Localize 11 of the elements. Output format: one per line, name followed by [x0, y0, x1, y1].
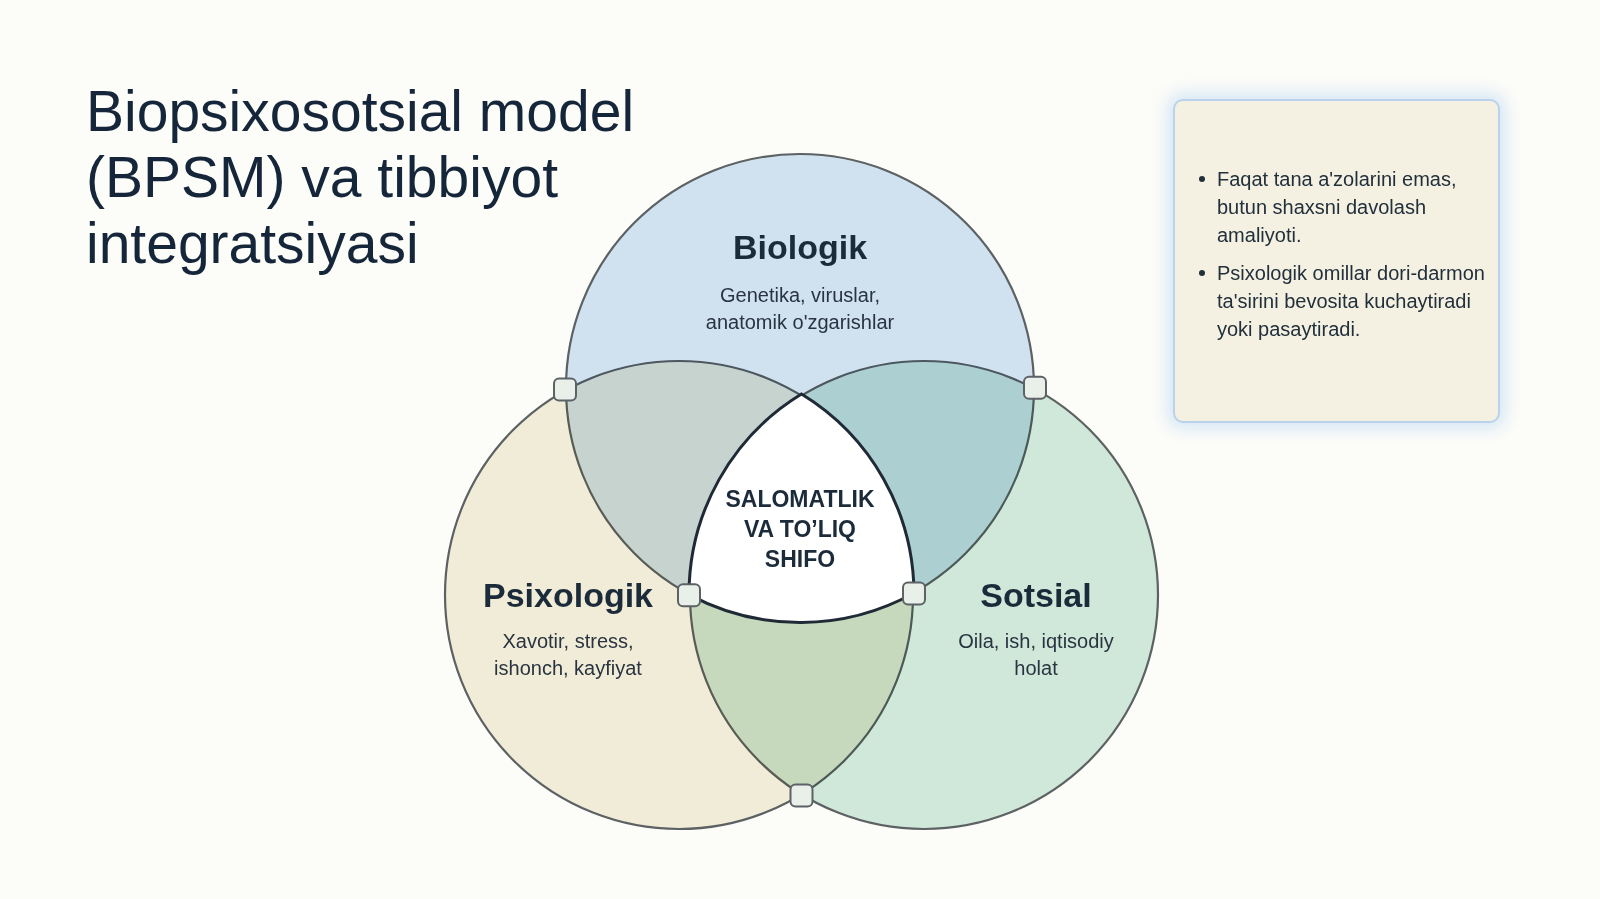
title: Biopsixosotsial model (BPSM) va tibbiyot integratsiyasi [86, 78, 636, 276]
note-card [1173, 99, 1500, 423]
circle-description: Genetika, viruslar, anatomik o'zgarishlar [704, 283, 896, 335]
circle-heading: Biologik [731, 228, 869, 267]
circle-description: Xavotir, stress, ishonch, kayfiyat [493, 629, 643, 681]
bullet-text: Faqat tana a'zolarini emas, butun shaxsni davolash amaliyoti. [1217, 168, 1457, 246]
center-label: SALOMATLIK VA TO’LIQ SHIFO [724, 485, 876, 574]
circle-heading: Psixologik [481, 576, 655, 615]
circle-heading: Sotsial [979, 576, 1093, 615]
circle-description: Oila, ish, iqtisodiy holat [957, 629, 1115, 681]
bullet-text: Psixologik omillar dori-darmon ta'sirini bevosita kuchaytiradi yoki pasaytiradi. [1217, 262, 1485, 340]
